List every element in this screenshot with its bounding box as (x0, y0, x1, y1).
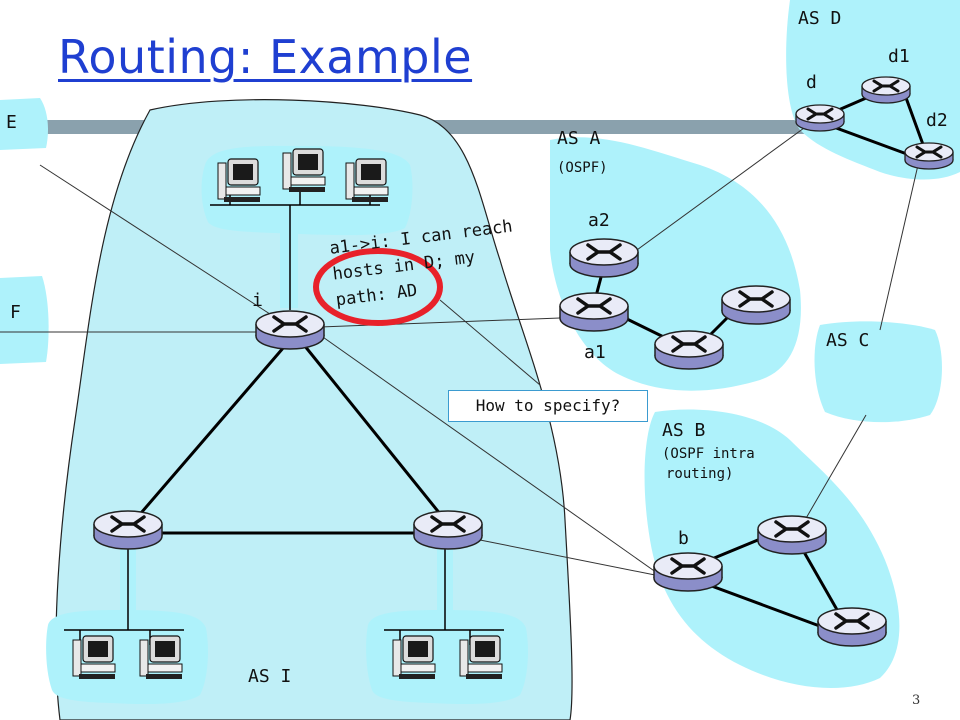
router-d1-label: d1 (888, 46, 910, 67)
router-d2-icon (903, 141, 955, 171)
as-c-label: AS C (826, 330, 870, 351)
router-a4-icon (653, 329, 725, 371)
router-left-icon (92, 509, 164, 551)
router-a2-label: a2 (588, 210, 610, 231)
highlight-ellipse (313, 248, 443, 326)
router-d-icon (794, 103, 846, 133)
router-b2-icon (756, 514, 828, 556)
router-i-label: i (252, 290, 263, 311)
inter-as-links (0, 119, 919, 576)
top-lan-stem (280, 228, 298, 308)
as-b-protocol-label-2: routing) (666, 466, 734, 482)
router-i-icon (254, 309, 326, 351)
as-f-label: F (10, 302, 21, 323)
router-b-icon (652, 551, 724, 593)
router-d1-icon (860, 75, 912, 105)
as-e-label: E (6, 112, 17, 133)
router-b-label: b (678, 528, 689, 549)
router-a2-icon (568, 237, 640, 279)
right-lan-segment (366, 610, 528, 705)
lan-drop-lines (64, 190, 504, 645)
router-right-icon (412, 509, 484, 551)
router-a1-icon (558, 291, 630, 333)
as-a-protocol-label: (OSPF) (557, 160, 608, 176)
as-i-label: AS I (248, 666, 292, 687)
router-d-label: d (806, 72, 817, 93)
router-a3-icon (720, 284, 792, 326)
as-b-label: AS B (662, 420, 706, 441)
page-title: Routing: Example (58, 30, 473, 84)
as-d-label: AS D (798, 8, 842, 29)
as-c-region (814, 321, 942, 423)
as-f-region (0, 276, 49, 364)
how-to-specify-callout: How to specify? (448, 390, 648, 422)
router-d2-label: d2 (926, 110, 948, 131)
as-e-region (0, 98, 48, 150)
page-number: 3 (912, 693, 921, 708)
router-b3-icon (816, 606, 888, 648)
as-b-protocol-label-1: (OSPF intra (662, 446, 755, 462)
left-lan-segment (46, 610, 209, 705)
as-a-label: AS A (557, 128, 601, 149)
router-a1-label: a1 (584, 342, 606, 363)
